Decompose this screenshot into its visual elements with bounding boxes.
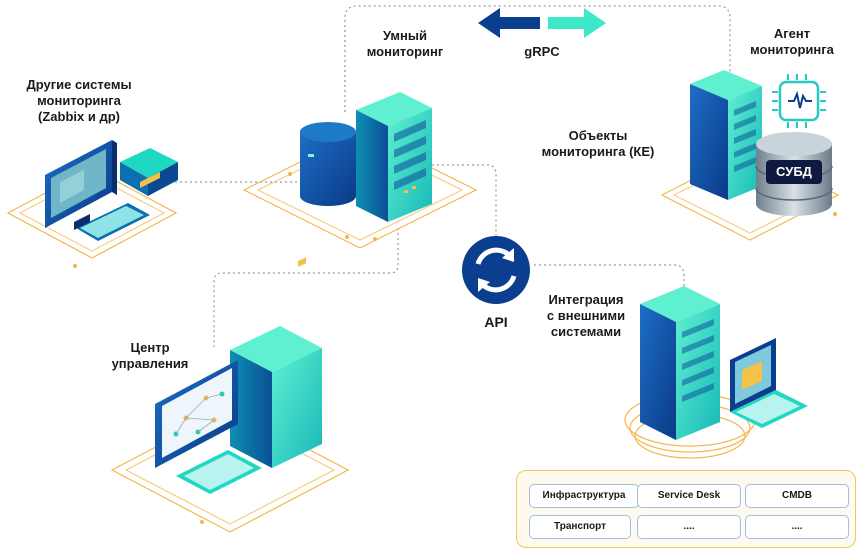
integration-label: Интеграция с внешними системами xyxy=(546,292,626,339)
dbms-cylinder-icon xyxy=(755,132,833,216)
grpc-arrows xyxy=(478,8,606,38)
grpc-label: gRPC xyxy=(524,44,560,59)
api-sync-icon xyxy=(462,236,530,304)
integration-item-service-desk: Service Desk xyxy=(637,484,741,508)
arrow-right-icon xyxy=(548,8,606,38)
integration-item-cmdb: CMDB xyxy=(745,484,849,508)
integration-item-more-2: .... xyxy=(745,515,849,539)
other-systems-computer-icon xyxy=(45,140,178,241)
control-center-computer-icon xyxy=(155,257,322,494)
integration-item-infrastructure: Инфраструктура xyxy=(529,484,639,508)
chip-icon xyxy=(772,74,826,128)
control-center-label: Центр управления xyxy=(111,340,189,371)
dbms-label: СУБД xyxy=(776,164,812,179)
integration-item-more-1: .... xyxy=(637,515,741,539)
laptop-icon xyxy=(730,338,808,428)
arrow-left-icon xyxy=(478,8,540,38)
integration-server-icon xyxy=(640,286,720,440)
connector-lines xyxy=(175,5,731,350)
other-systems-label: Другие системы мониторинга (Zabbix и др) xyxy=(26,77,132,124)
smart-monitoring-server-icon xyxy=(300,92,432,222)
objects-label: Объекты мониторинга (КЕ) xyxy=(541,128,655,159)
api-label: API xyxy=(484,314,508,330)
agent-server-icon xyxy=(690,70,762,200)
smart-monitoring-label: Умный мониторинг xyxy=(366,28,444,59)
platform-dots xyxy=(73,172,837,524)
integration-item-transport: Транспорт xyxy=(529,515,631,539)
agent-label: Агент мониторинга xyxy=(750,26,834,57)
external-systems-panel: Инфраструктура Service Desk CMDB Транспо… xyxy=(516,470,856,548)
